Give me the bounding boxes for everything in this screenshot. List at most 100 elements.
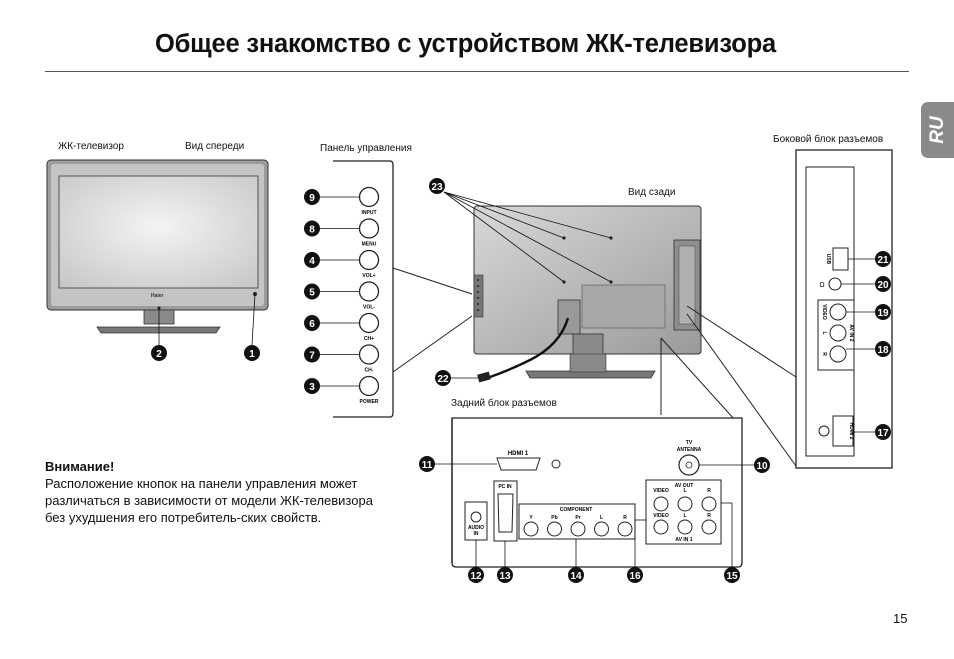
warning-note: Внимание! Расположение кнопок на панели … bbox=[45, 458, 395, 526]
callout-4: 4 bbox=[304, 252, 320, 268]
svg-text:AV IN 1: AV IN 1 bbox=[675, 537, 692, 543]
callout-12: 12 bbox=[468, 567, 484, 583]
callout-15: 15 bbox=[724, 567, 740, 583]
svg-text:AV OUT: AV OUT bbox=[675, 483, 694, 489]
svg-text:4: 4 bbox=[309, 256, 315, 267]
callout-16: 16 bbox=[627, 567, 643, 583]
svg-text:COMPONENT: COMPONENT bbox=[560, 507, 593, 513]
control-button-menu[interactable]: MENU 8 bbox=[304, 218, 380, 248]
callout-6: 6 bbox=[304, 315, 320, 331]
callout-5: 5 bbox=[304, 283, 320, 300]
control-button-vol[interactable]: VOL+ 4 bbox=[304, 249, 380, 280]
headphone-jack bbox=[828, 277, 842, 291]
svg-text:HDMI 1: HDMI 1 bbox=[508, 451, 529, 457]
pc-in-port bbox=[497, 493, 514, 533]
svg-text:INPUT: INPUT bbox=[362, 210, 377, 216]
svg-text:IN: IN bbox=[474, 531, 479, 537]
svg-text:Pr: Pr bbox=[575, 515, 580, 521]
control-button-power[interactable]: POWER 3 bbox=[304, 375, 380, 406]
caption-rear-view: Вид сзади bbox=[628, 187, 676, 198]
caption-front-view: Вид спереди bbox=[185, 141, 245, 152]
av-in1-jack-r: R bbox=[701, 513, 717, 535]
callout-1: 1 bbox=[244, 345, 260, 361]
callout-13: 13 bbox=[497, 567, 513, 583]
component-jack-pr: Pr bbox=[570, 515, 586, 537]
av-out-jack-l: L bbox=[677, 488, 693, 512]
av-in1-jack-video: VIDEO bbox=[653, 513, 669, 535]
warning-text: Расположение кнопок на панели управления… bbox=[45, 476, 373, 525]
svg-text:5: 5 bbox=[309, 288, 315, 299]
svg-text:R: R bbox=[623, 515, 627, 521]
callout-22: 22 bbox=[435, 370, 451, 386]
svg-text:20: 20 bbox=[877, 280, 889, 291]
svg-text:6: 6 bbox=[309, 319, 315, 330]
svg-text:R: R bbox=[707, 488, 711, 494]
control-button-ch[interactable]: CH-7 bbox=[304, 344, 380, 374]
component-jack-r: R bbox=[617, 515, 633, 537]
component-jack-pb: Pb bbox=[547, 515, 562, 537]
svg-text:19: 19 bbox=[877, 308, 889, 319]
svg-text:L: L bbox=[821, 331, 827, 334]
svg-text:USB: USB bbox=[825, 254, 831, 265]
svg-text:POWER: POWER bbox=[360, 399, 379, 405]
svg-text:AUDIO: AUDIO bbox=[468, 525, 484, 531]
control-button-input[interactable]: INPUT 9 bbox=[304, 186, 380, 217]
svg-text:12: 12 bbox=[470, 571, 482, 582]
callout-3: 3 bbox=[304, 378, 320, 394]
component-jack-l: L bbox=[594, 515, 609, 537]
callout-11: 11 bbox=[419, 456, 435, 472]
svg-text:11: 11 bbox=[422, 460, 433, 471]
svg-text:VOL+: VOL+ bbox=[362, 273, 375, 279]
tv-front: Haier 2 1 bbox=[46, 159, 269, 361]
callout-10: 10 bbox=[754, 457, 770, 473]
svg-text:L: L bbox=[683, 513, 686, 519]
caption-side-block: Боковой блок разъемов bbox=[773, 134, 884, 145]
svg-text:R: R bbox=[821, 352, 827, 356]
hdmi2-port bbox=[832, 415, 854, 447]
component-jack-y: Y bbox=[523, 515, 539, 537]
callout-18: 18 bbox=[875, 341, 891, 357]
language-tab: RU bbox=[921, 102, 954, 158]
tv-brand-logo: Haier bbox=[151, 293, 164, 299]
svg-text:TV: TV bbox=[686, 440, 693, 446]
svg-text:15: 15 bbox=[726, 571, 738, 582]
callout-17: 17 bbox=[875, 424, 891, 440]
rear-connector-panel: HDMI 1 11 TV ANTENNA 10 AUDIO IN PC IN C… bbox=[419, 417, 770, 583]
control-button-ch[interactable]: CH+ 6 bbox=[304, 312, 380, 343]
svg-text:ANTENNA: ANTENNA bbox=[677, 447, 702, 453]
svg-text:VIDEO: VIDEO bbox=[653, 488, 669, 494]
tv-rear: 23 22 bbox=[429, 178, 702, 386]
warning-title: Внимание! bbox=[45, 459, 115, 474]
svg-text:VIDEO: VIDEO bbox=[821, 304, 827, 320]
svg-text:R: R bbox=[707, 513, 711, 519]
svg-text:PC IN: PC IN bbox=[498, 484, 512, 490]
svg-text:VOL-: VOL- bbox=[363, 305, 375, 311]
callout-9: 9 bbox=[304, 189, 320, 205]
av-out-jack-r: R bbox=[701, 488, 717, 512]
callout-20: 20 bbox=[875, 276, 891, 292]
callout-8: 8 bbox=[304, 220, 320, 237]
caption-tv: ЖК-телевизор bbox=[58, 141, 124, 152]
svg-text:Pb: Pb bbox=[551, 515, 557, 521]
page-title: Общее знакомство с устройством ЖК-телеви… bbox=[155, 30, 776, 58]
svg-text:7: 7 bbox=[309, 351, 315, 362]
usb-port bbox=[832, 247, 849, 271]
svg-text:MENU: MENU bbox=[362, 242, 377, 248]
headphone-icon: Ω bbox=[819, 282, 824, 289]
svg-text:3: 3 bbox=[309, 382, 315, 393]
svg-text:CH+: CH+ bbox=[364, 336, 374, 342]
control-button-vol[interactable]: VOL- 5 bbox=[304, 281, 380, 311]
svg-text:VIDEO: VIDEO bbox=[653, 513, 669, 519]
caption-control-panel: Панель управления bbox=[320, 143, 412, 154]
callout-21: 21 bbox=[875, 251, 891, 267]
callout-7: 7 bbox=[304, 346, 320, 363]
av-out-jack-video: VIDEO bbox=[653, 488, 669, 512]
svg-text:1: 1 bbox=[249, 349, 255, 360]
svg-text:16: 16 bbox=[629, 571, 641, 582]
title-divider bbox=[45, 71, 909, 72]
callout-19: 19 bbox=[875, 304, 891, 320]
svg-text:22: 22 bbox=[437, 374, 449, 385]
audio-in-jack bbox=[470, 511, 482, 523]
svg-text:L: L bbox=[683, 488, 686, 494]
